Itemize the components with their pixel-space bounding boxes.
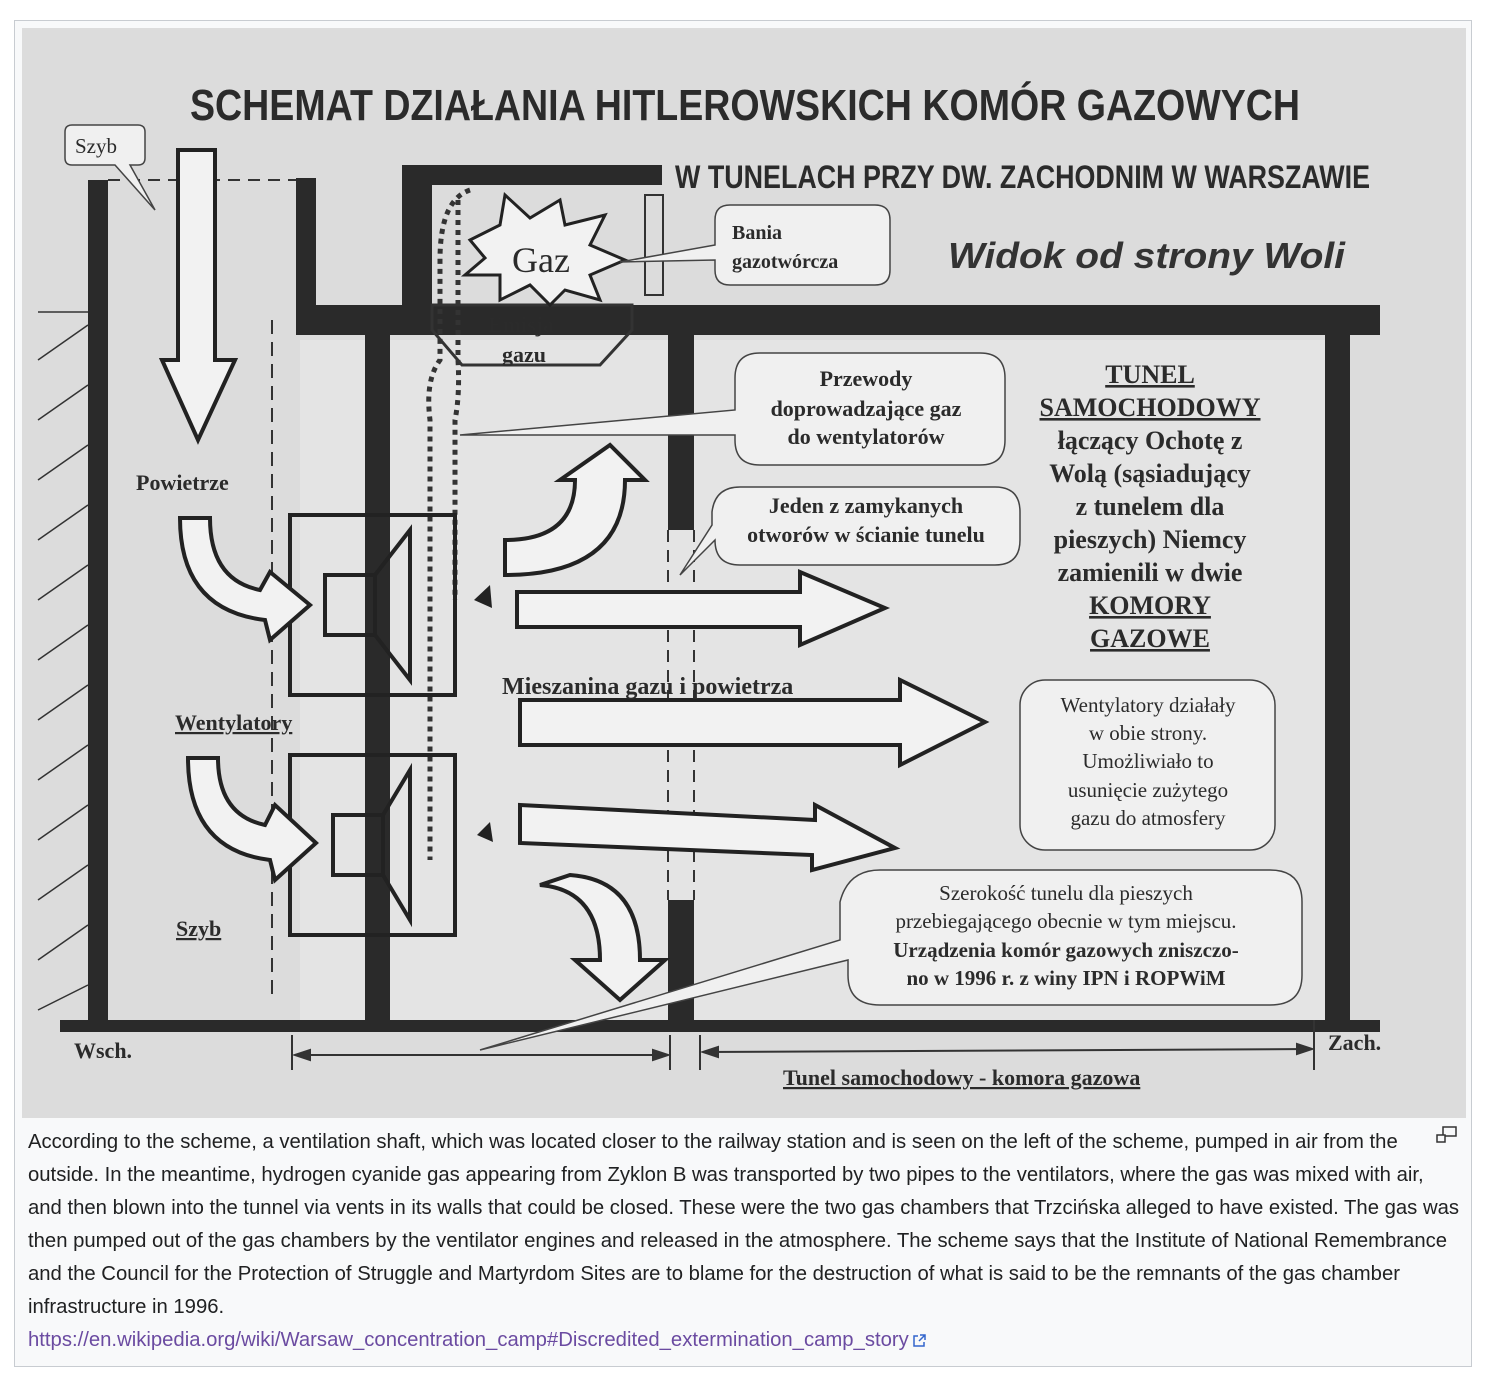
- note-line: w obie strony.: [1089, 721, 1207, 745]
- tunnel-line: pieszych) Niemcy: [1054, 525, 1247, 554]
- gas-mix-arrow: [518, 676, 990, 769]
- curved-air-arrow: [177, 516, 314, 644]
- przewody-label-2: doprowadzające gaz: [771, 396, 962, 421]
- callout-bubbles: [64, 124, 1303, 1051]
- hatching: [37, 311, 89, 1011]
- image-caption: According to the scheme, a ventilation s…: [28, 1126, 1460, 1357]
- caption-text: According to the scheme, a ventilation s…: [28, 1131, 1460, 1318]
- air-label: Powietrze: [136, 470, 229, 495]
- air-down-arrow: [158, 148, 239, 445]
- jeden-label-2: otworów w ścianie tunelu: [747, 522, 985, 547]
- tunnel-line: zamienili w dwie: [1058, 558, 1243, 587]
- note-line: Urządzenia komór gazowych zniszczo-: [893, 938, 1238, 962]
- przewody-label-3: do wentylatorów: [787, 424, 944, 449]
- width-note: Szerokość tunelu dla pieszych przebiegaj…: [893, 881, 1238, 990]
- mixture-label: Mieszanina gazu i powietrza: [502, 674, 793, 700]
- dimension-lines: [291, 1020, 1316, 1070]
- gas-label: Gaz: [512, 240, 570, 280]
- curved-air-arrow: [185, 756, 319, 884]
- flow-arrows: [158, 148, 990, 1003]
- diagram-image[interactable]: SCHEMAT DZIAŁANIA HITLEROWSKICH KOMÓR GA…: [22, 28, 1466, 1118]
- curved-down-arrow: [539, 872, 671, 1003]
- walls: [60, 165, 1380, 1032]
- note-line: usunięcie zużytego: [1068, 778, 1228, 802]
- tunnel-line: z tunelem dla: [1076, 492, 1225, 521]
- small-arrowheads: [474, 585, 493, 842]
- curved-up-arrow: [503, 442, 650, 578]
- emission-label-2: gazu: [502, 342, 546, 367]
- jeden-label-1: Jeden z zamykanych: [769, 493, 963, 518]
- note-line: Umożliwiało to: [1082, 749, 1213, 773]
- tunnel-line: SAMOCHODOWY: [1040, 393, 1261, 422]
- gas-burst-icon: [460, 192, 629, 308]
- emission-label: Emisja: [488, 312, 554, 337]
- tunnel-line: KOMORY: [1089, 591, 1211, 620]
- diagram-subtitle: W TUNELACH PRZY DW. ZACHODNIM W WARSZAWI…: [675, 159, 1370, 195]
- ventilators-label: Wentylatory: [175, 710, 292, 735]
- note-line: przebiegającego obecnie w tym miejscu.: [895, 909, 1236, 933]
- tunnel-line: Wolą (sąsiadujący: [1049, 459, 1251, 488]
- tunnel-line: GAZOWE: [1090, 624, 1210, 653]
- west-label: Zach.: [1328, 1030, 1381, 1055]
- external-link-icon: [913, 1334, 926, 1347]
- tunnel-line: TUNEL: [1105, 360, 1195, 389]
- source-link[interactable]: https://en.wikipedia.org/wiki/Warsaw_con…: [28, 1329, 909, 1351]
- magnify-icon[interactable]: [1436, 1126, 1458, 1144]
- szyb-bubble-label: Szyb: [75, 134, 117, 158]
- note-line: Wentylatory działały: [1061, 693, 1236, 717]
- bania-label-2: gazotwórcza: [732, 251, 838, 273]
- ventilators-note: Wentylatory działały w obie strony. Umoż…: [1061, 693, 1236, 830]
- bania-label-1: Bania: [732, 222, 782, 244]
- note-line: Szerokość tunelu dla pieszych: [939, 881, 1193, 905]
- view-label: Widok od strony Woli: [948, 235, 1346, 276]
- gas-mix-arrow: [518, 801, 901, 873]
- przewody-label-1: Przewody: [820, 366, 913, 391]
- note-line: no w 1996 r. z winy IPN i ROPWiM: [906, 966, 1225, 990]
- tunnel-line: łączący Ochotę z: [1058, 426, 1243, 455]
- gas-mix-arrow: [515, 568, 891, 649]
- tunnel-description: TUNEL SAMOCHODOWY łączący Ochotę z Wolą …: [1040, 360, 1261, 653]
- gas-chamber-scheme: SCHEMAT DZIAŁANIA HITLEROWSKICH KOMÓR GA…: [22, 28, 1466, 1118]
- east-label: Wsch.: [74, 1038, 132, 1063]
- shaft-label: Szyb: [176, 916, 221, 941]
- diagram-title: SCHEMAT DZIAŁANIA HITLEROWSKICH KOMÓR GA…: [190, 80, 1300, 130]
- tunnel-chamber-label: Tunel samochodowy - komora gazowa: [783, 1065, 1140, 1090]
- note-line: gazu do atmosfery: [1070, 806, 1226, 830]
